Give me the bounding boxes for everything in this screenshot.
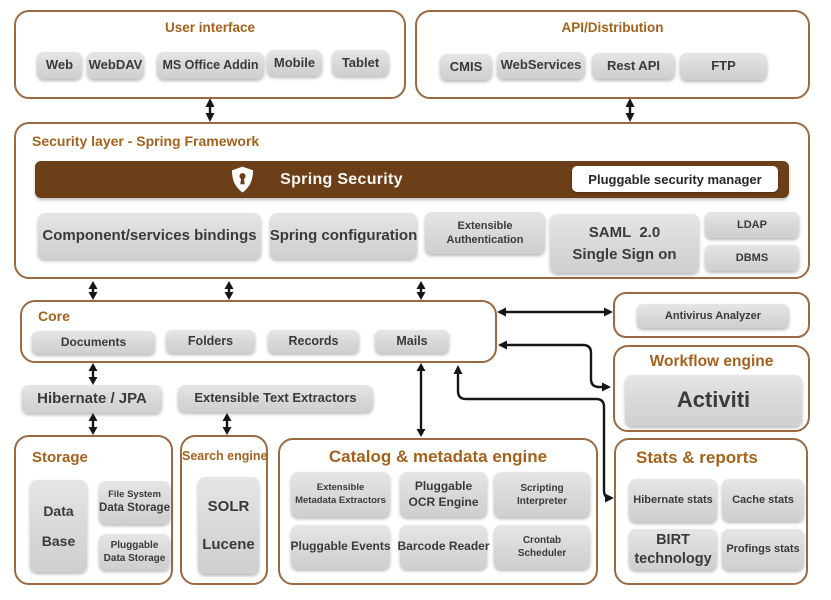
ui-item-tablet: Tablet [332,50,389,76]
security-bar: Spring Security Pluggable security manag… [35,161,789,198]
arrow-core-catalog [416,363,426,437]
btn-ldap: LDAP [705,212,799,238]
api-distribution-title: API/Distribution [561,20,664,35]
shield-icon [232,166,254,193]
btn-profings-stats: Profings stats [722,529,804,570]
panel-search-engine: Search engine SOLR Lucene [180,435,268,585]
panel-core: Core Documents Folders Records Mails [20,300,497,363]
core-item-records: Records [268,330,359,353]
btn-solr-lucene: SOLR Lucene [198,477,259,574]
ui-item-webdav: WebDAV [87,52,144,79]
pluggable-security-manager: Pluggable security manager [572,166,778,192]
arrow-core-antivirus [497,307,613,317]
ui-item-web: Web [37,52,82,79]
btn-hibernate-jpa: Hibernate / JPA [22,385,162,413]
btn-pluggable-events: Pluggable Events [290,525,391,569]
arrow-api-security [625,98,635,122]
core-title: Core [38,308,70,324]
panel-api-distribution: API/Distribution CMIS WebServices Rest A… [415,10,810,99]
btn-extensible-text-extractors: Extensible Text Extractors [178,385,373,412]
ui-item-mobile: Mobile [267,50,322,76]
arrow-security-core-3 [416,281,426,300]
core-item-folders: Folders [166,330,255,353]
solr-label: SOLR [207,498,250,515]
security-bar-label: Spring Security [280,170,403,188]
stats-reports-title: Stats & reports [636,448,758,467]
arrow-security-core-1 [88,281,98,300]
lucene-label: Lucene [202,535,255,553]
arrow-core-workflow [498,340,611,392]
arrow-extractors-search [222,413,232,435]
user-interface-title: User interface [164,20,256,35]
api-item-webservices: WebServices [497,52,585,79]
btn-dbms: DBMS [705,245,799,271]
arrow-ui-security [205,98,215,122]
catalog-title: Catalog & metadata engine [328,447,548,466]
core-item-mails: Mails [375,330,449,353]
workflow-engine-title: Workflow engine [649,353,774,370]
search-engine-title: Search engine [182,449,268,463]
storage-title: Storage [32,449,88,466]
panel-security-layer: Security layer - Spring Framework Spring… [14,122,810,279]
arrow-security-core-2 [224,281,234,300]
btn-component-services-bindings: Component/services bindings [38,213,261,259]
ui-item-ms-office-addin: MS Office Addin [157,52,264,79]
panel-workflow-engine: Workflow engine Activiti [613,345,810,432]
core-item-documents: Documents [32,331,155,354]
security-layer-title: Security layer - Spring Framework [32,133,260,149]
btn-spring-configuration: Spring configuration [270,213,417,259]
api-item-ftp: FTP [680,53,767,80]
panel-antivirus: Antivirus Analyzer [613,292,810,338]
panel-user-interface: User interface Web WebDAV MS Office Addi… [14,10,406,99]
btn-activiti: Activiti [625,375,802,426]
arrow-core-hibernate [88,363,98,385]
btn-antivirus-analyzer: Antivirus Analyzer [637,304,789,328]
api-item-rest-api: Rest API [592,53,675,79]
btn-barcode-reader: Barcode Reader [397,525,490,569]
arrow-hibernate-storage [88,413,98,435]
api-item-cmis: CMIS [440,54,492,80]
btn-hibernate-stats: Hibernate stats [629,479,717,522]
btn-cache-stats: Cache stats [722,479,804,521]
panel-stats-reports: Stats & reports Hibernate stats Cache st… [614,438,808,585]
